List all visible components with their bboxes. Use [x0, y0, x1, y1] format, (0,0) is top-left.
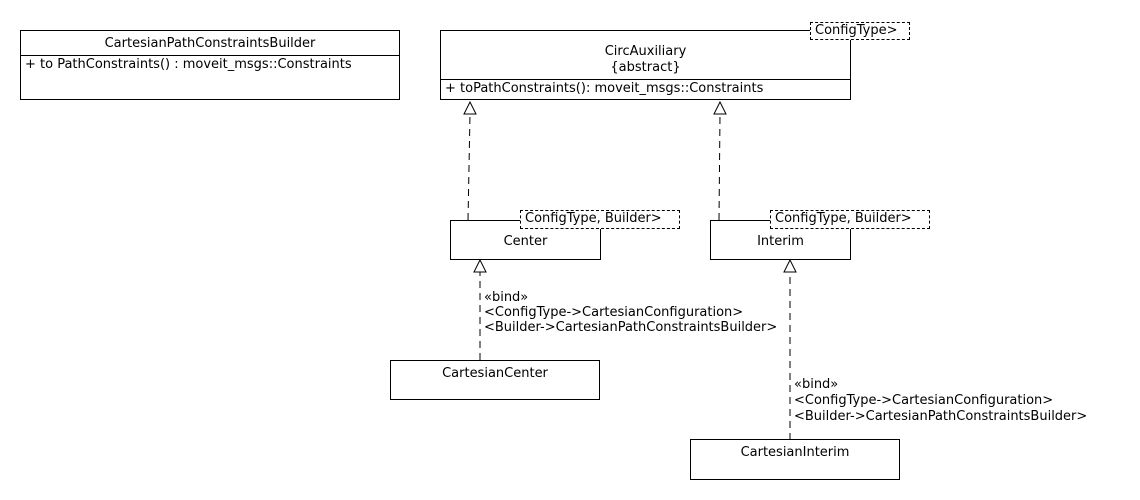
center-bind-builder: <Builder->CartesianPathConstraintsBuilde…: [484, 320, 778, 335]
builder-class-name: CartesianPathConstraintsBuilder: [104, 36, 316, 51]
interim-template-params: ConfigType, Builder>: [770, 210, 930, 229]
center-bind-config: <ConfigType->CartesianConfiguration>: [484, 305, 744, 320]
builder-class-operation: + to PathConstraints() : moveit_msgs::Co…: [25, 57, 352, 72]
center-realization-line: [467, 113, 471, 221]
center-template-params: ConfigType, Builder>: [520, 210, 680, 229]
circ-auxiliary-template-params: ConfigType>: [810, 22, 910, 40]
interim-realization-line: [718, 113, 721, 221]
circ-auxiliary-stereotype: {abstract}: [610, 60, 681, 75]
circ-auxiliary-separator: [441, 79, 850, 80]
cartesian-interim-bind-arrowhead: [783, 258, 797, 273]
builder-class-box[interactable]: CartesianPathConstraintsBuilder + to Pat…: [20, 30, 400, 100]
builder-class-separator: [21, 55, 399, 56]
cartesian-center-class-name: CartesianCenter: [442, 366, 548, 381]
cartesian-center-bind-arrowhead: [473, 258, 487, 273]
interim-realization-arrowhead: [713, 100, 727, 115]
cartesian-interim-class-box[interactable]: CartesianInterim: [690, 439, 900, 480]
cartesian-center-class-box[interactable]: CartesianCenter: [390, 360, 600, 400]
interim-bind-builder: <Builder->CartesianPathConstraintsBuilde…: [794, 409, 1088, 424]
circ-auxiliary-class-box[interactable]: CircAuxiliary {abstract} + toPathConstra…: [440, 30, 851, 100]
cartesian-interim-class-name: CartesianInterim: [740, 445, 850, 460]
interim-class-name: Interim: [757, 234, 804, 249]
circ-auxiliary-class-name: CircAuxiliary: [604, 44, 687, 59]
center-bind-keyword: «bind»: [484, 290, 529, 305]
interim-bind-keyword: «bind»: [794, 377, 839, 392]
center-class-name: Center: [503, 234, 548, 249]
circ-auxiliary-operation: + toPathConstraints(): moveit_msgs::Cons…: [445, 81, 764, 96]
interim-bind-config: <ConfigType->CartesianConfiguration>: [794, 393, 1054, 408]
center-realization-arrowhead: [463, 100, 477, 115]
